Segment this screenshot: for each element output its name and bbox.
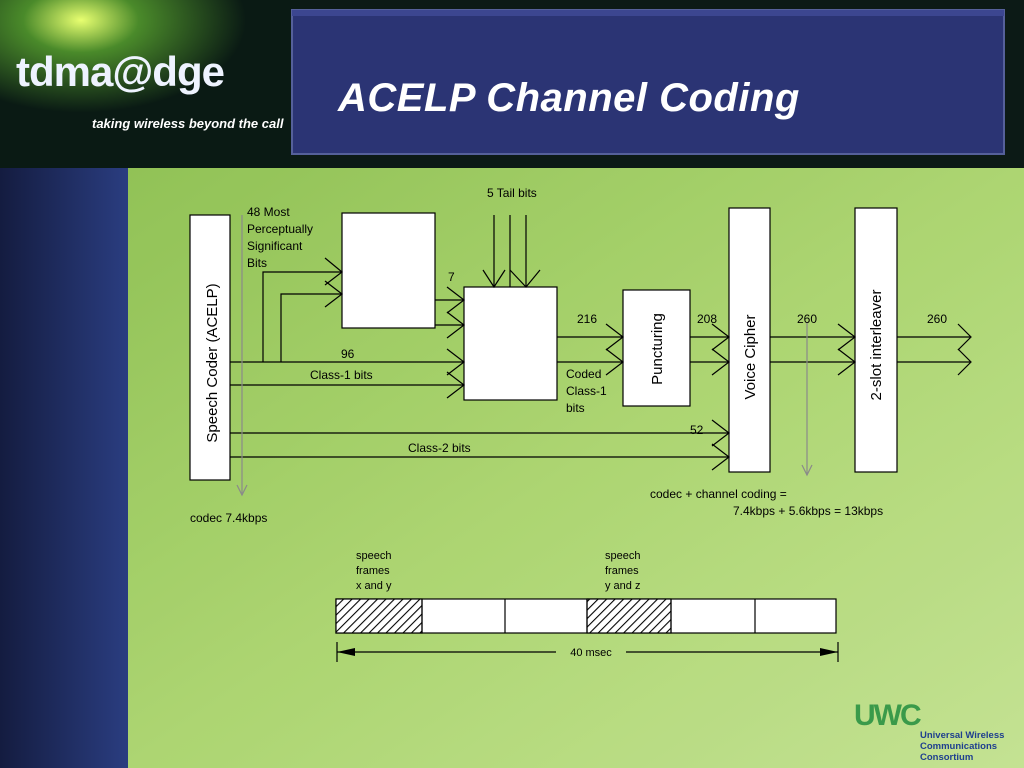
msb-out-arrow-1 xyxy=(446,286,465,314)
uwcc-name-line-2: Communications xyxy=(920,741,997,752)
class2-arrow-top xyxy=(711,419,730,447)
interleaver-block xyxy=(854,207,898,473)
channel-rate-label-line-2: 7.4kbps + 5.6kbps = 13kbps xyxy=(733,504,883,518)
cipher-arrow-2 xyxy=(837,348,856,376)
coded-arrow-2 xyxy=(605,348,624,376)
seven-label: 7 xyxy=(448,270,455,284)
puncturing-block xyxy=(622,289,691,407)
class1-arrow-bottom xyxy=(446,371,465,399)
duration-label: 40 msec xyxy=(570,647,612,659)
msb-line-1 xyxy=(262,271,342,362)
frames-xy-line-2: frames xyxy=(356,565,390,577)
msb-label-line-2: Perceptually xyxy=(247,222,313,236)
class1-label: Class-1 bits xyxy=(310,368,373,382)
voice-cipher-label: Voice Cipher xyxy=(742,314,759,399)
ninety-six-label: 96 xyxy=(341,347,355,361)
msb-label-line-4: Bits xyxy=(247,256,267,270)
slide-title: ACELP Channel Coding xyxy=(338,76,800,120)
duration-arrowhead-left xyxy=(337,648,355,656)
puncturing-label: Puncturing xyxy=(649,313,666,385)
tail-bits-label: 5 Tail bits xyxy=(487,186,537,200)
msb-line-2 xyxy=(280,293,342,362)
uwc-logo: UWC xyxy=(854,699,923,732)
n260a-label: 260 xyxy=(797,312,817,326)
class2-arrow-bottom xyxy=(711,443,730,471)
codec-rate-label: codec 7.4kbps xyxy=(190,511,267,525)
uwcc-name-line-3: Consortium xyxy=(920,752,973,763)
n208-label: 208 xyxy=(697,312,717,326)
duration-arrowhead-right xyxy=(820,648,838,656)
out-arrow-2 xyxy=(957,348,972,376)
convolutional-coder-block xyxy=(463,286,558,401)
n52-label: 52 xyxy=(690,423,704,437)
coded-label-line-2: Class-1 xyxy=(566,384,607,398)
msb-out-arrow-2 xyxy=(446,311,465,339)
frames-yz-line-1: speech xyxy=(605,550,640,562)
channel-rate-label-line-1: codec + channel coding = xyxy=(650,487,787,501)
punct-arrow-2 xyxy=(711,348,730,376)
codec-rate-arrow xyxy=(236,484,248,497)
logo-tagline: taking wireless beyond the call xyxy=(92,116,284,131)
speech-coder-block xyxy=(189,214,231,481)
frames-xy-line-1: speech xyxy=(356,550,391,562)
cipher-arrow-1 xyxy=(837,323,856,351)
coded-label-line-1: Coded xyxy=(566,367,601,381)
frames-yz-line-2: frames xyxy=(605,565,639,577)
coded-label-line-3: bits xyxy=(566,401,585,415)
tdma-edge-logo: tdma@dge xyxy=(16,48,225,95)
class2-label: Class-2 bits xyxy=(408,441,471,455)
coded-arrow-1 xyxy=(605,323,624,351)
slot-1-hatched xyxy=(335,598,423,634)
voice-cipher-block xyxy=(728,207,771,473)
speech-coder-label: Speech Coder (ACELP) xyxy=(204,283,221,442)
msb-label-line-3: Significant xyxy=(247,239,303,253)
msb-arrow-2 xyxy=(324,280,343,308)
msb-arrow-1 xyxy=(324,257,343,286)
n216-label: 216 xyxy=(577,312,597,326)
msb-coder-block xyxy=(341,212,436,329)
slot-4-hatched xyxy=(586,598,672,634)
channel-rate-arrow xyxy=(801,464,813,477)
interleaver-label: 2-slot interleaver xyxy=(868,290,885,401)
tail-arrow-1 xyxy=(482,269,506,289)
frames-xy-line-3: x and y xyxy=(356,580,392,592)
msb-label-line-1: 48 Most xyxy=(247,205,290,219)
out-arrow-1 xyxy=(957,323,972,351)
uwcc-name-line-1: Universal Wireless xyxy=(920,730,1004,741)
punct-arrow-1 xyxy=(711,323,730,351)
frames-yz-line-3: y and z xyxy=(605,580,640,592)
class1-arrow-top xyxy=(446,348,465,376)
tail-arrow-2 xyxy=(509,269,541,288)
uwc-logo-mark: UWC xyxy=(854,699,921,732)
n260b-label: 260 xyxy=(927,312,947,326)
